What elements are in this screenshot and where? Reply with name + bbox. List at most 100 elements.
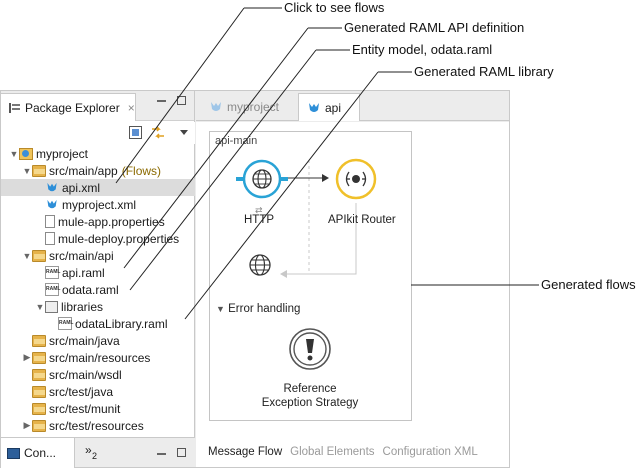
package-explorer-tabbar: Package Explorer × <box>1 91 194 121</box>
tab-api-label: api <box>325 100 342 115</box>
expanded-arrow-icon[interactable]: ▼ <box>35 301 45 312</box>
tree-item[interactable]: src/main/java <box>1 332 195 349</box>
tree-item-label: src/test/resources <box>49 418 144 433</box>
tree-item-label: mule-deploy.properties <box>58 231 180 246</box>
folder-open-icon <box>32 164 46 177</box>
tree-item[interactable]: src/test/java <box>1 383 195 400</box>
tree-item[interactable]: src/main/wsdl <box>1 366 195 383</box>
callout-generated-flows: Generated flows <box>541 277 636 292</box>
more-views-count: 2 <box>92 451 98 461</box>
flow-container[interactable]: api-main ⇄ <box>209 131 412 421</box>
tree-item-label: libraries <box>61 299 104 314</box>
tree-item[interactable]: ▶ src/test/resources <box>1 417 195 434</box>
link-with-editor-icon[interactable] <box>150 125 166 140</box>
expanded-arrow-icon[interactable]: ▼ <box>9 148 19 159</box>
collapsed-arrow-icon[interactable]: ▶ <box>23 352 31 362</box>
tree-item[interactable]: mule-app.properties <box>1 213 195 230</box>
ide-window: Package Explorer × ▼ myproject ▼ src/main/a… <box>0 90 510 468</box>
error-handling-label: Error handling <box>228 303 301 315</box>
libraries-icon <box>45 300 58 313</box>
reference-exception-strategy-label: Reference Exception Strategy <box>250 382 370 410</box>
package-explorer-panel: Package Explorer × ▼ myproject ▼ src/main/a… <box>1 91 195 468</box>
tree-item-label: myproject.xml <box>62 197 137 212</box>
tree-item-label: src/test/java <box>49 384 114 399</box>
minimize-icon[interactable] <box>157 100 166 102</box>
editor-bottom-tabs: Message Flow Global Elements Configurati… <box>196 436 509 467</box>
tree-item[interactable]: mule-deploy.properties <box>1 230 195 247</box>
tab-global-elements[interactable]: Global Elements <box>290 445 375 458</box>
mule-flow-icon <box>309 102 319 112</box>
tree-item-label: src/main/api <box>49 248 114 263</box>
console-tab-label: Con... <box>24 446 57 460</box>
tree-item-label: src/test/munit <box>49 401 121 416</box>
tree-item[interactable]: myproject.xml <box>1 196 195 213</box>
close-icon[interactable]: × <box>127 100 135 115</box>
collapsed-arrow-icon[interactable]: ▶ <box>23 420 31 430</box>
tab-console[interactable]: Con... <box>1 438 75 468</box>
callout-click-to-see-flows: Click to see flows <box>284 0 385 15</box>
raml-file-icon: RAML <box>58 317 73 330</box>
tab-package-explorer[interactable]: Package Explorer × <box>1 93 136 121</box>
more-views-chevron-icon[interactable]: » <box>85 443 92 457</box>
callout-generated-raml-library: Generated RAML library <box>414 64 554 79</box>
tree-item[interactable]: src/test/munit <box>1 400 195 417</box>
tree-item[interactable]: ▼ myproject <box>1 145 195 162</box>
tree-item[interactable]: api.xml <box>1 179 195 196</box>
tree-item-label: api.xml <box>62 180 101 195</box>
callout-generated-raml-api: Generated RAML API definition <box>344 20 525 35</box>
tree-item-label: odataLibrary.raml <box>75 316 168 331</box>
folder-icon <box>32 402 46 415</box>
reference-label-line1: Reference <box>283 383 337 395</box>
collapse-all-icon[interactable] <box>129 126 142 139</box>
package-explorer-toolbar <box>1 122 195 144</box>
mule-flow-icon <box>211 102 221 111</box>
console-minimize-icon[interactable] <box>157 453 166 455</box>
callout-entity-model: Entity model, odata.raml <box>352 42 493 57</box>
folder-icon <box>32 368 46 381</box>
package-explorer-icon <box>9 102 20 113</box>
flow-canvas: api-main ⇄ <box>196 122 509 436</box>
apikit-router-icon[interactable] <box>335 158 377 200</box>
tree-item[interactable]: ▼ libraries <box>1 298 195 315</box>
tree-item-label: src/main/wsdl <box>49 367 122 382</box>
http-listener-icon[interactable] <box>236 159 288 199</box>
file-icon <box>45 232 55 245</box>
mule-flow-icon <box>45 198 59 211</box>
exception-strategy-icon[interactable] <box>288 327 332 371</box>
tree-item-label: myproject <box>36 146 89 161</box>
tree-item-label: odata.raml <box>62 282 119 297</box>
tree-item[interactable]: ▶ src/main/resources <box>1 349 195 366</box>
console-maximize-icon[interactable] <box>177 448 186 457</box>
folder-icon <box>32 351 46 364</box>
project-icon <box>19 147 33 160</box>
tree-item-label: src/main/app <box>49 163 118 178</box>
editor-area: myproject api api-main <box>196 91 509 467</box>
tree-item-label: mule-app.properties <box>58 214 165 229</box>
tab-configuration-xml[interactable]: Configuration XML <box>382 445 478 458</box>
http-response-globe-icon[interactable] <box>248 253 272 277</box>
tab-myproject-label: myproject <box>227 100 280 114</box>
editor-tabbar: myproject api <box>196 91 509 121</box>
tree-item[interactable]: ▼ src/main/api <box>1 247 195 264</box>
triangle-down-icon: ▼ <box>216 304 225 314</box>
view-menu-chevron-down-icon[interactable] <box>179 129 189 136</box>
tree-item-label: src/main/resources <box>49 350 151 365</box>
folder-icon <box>32 334 46 347</box>
raml-file-icon: RAML <box>45 283 60 296</box>
raml-file-icon: RAML <box>45 266 60 279</box>
error-handling-section[interactable]: ▼ Error handling <box>216 303 300 315</box>
console-icon <box>7 447 20 459</box>
expanded-arrow-icon[interactable]: ▼ <box>22 165 32 176</box>
http-label: HTTP <box>244 214 275 226</box>
tab-myproject[interactable]: myproject <box>201 93 298 121</box>
expanded-arrow-icon[interactable]: ▼ <box>22 250 32 261</box>
maximize-icon[interactable] <box>177 96 186 105</box>
apikit-router-label: APIkit Router <box>328 214 396 226</box>
reference-label-line2: Exception Strategy <box>261 397 359 409</box>
tab-message-flow[interactable]: Message Flow <box>208 445 283 458</box>
tab-api[interactable]: api <box>298 93 360 121</box>
tree-item[interactable]: ▼src/main/app(Flows) <box>1 162 195 179</box>
